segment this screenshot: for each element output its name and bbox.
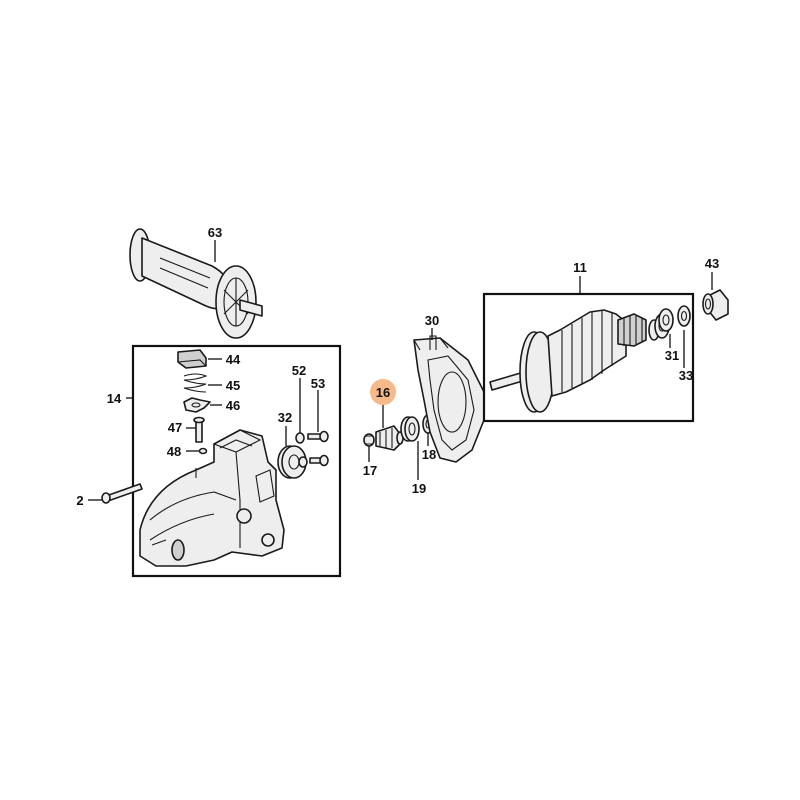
- bearing-part-19: [400, 416, 420, 442]
- callout-33[interactable]: 33: [679, 368, 693, 383]
- callout-18[interactable]: 18: [422, 447, 436, 462]
- callout-17[interactable]: 17: [363, 463, 377, 478]
- armature-part: [489, 309, 670, 413]
- bearing-part-31: [658, 308, 674, 332]
- callout-31[interactable]: 31: [665, 348, 679, 363]
- washer-part-33: [677, 305, 691, 327]
- callout-19[interactable]: 19: [412, 481, 426, 496]
- callout-52[interactable]: 52: [292, 363, 306, 378]
- gear-housing-frame: [131, 344, 342, 578]
- side-handle-part: [129, 228, 263, 339]
- callout-47[interactable]: 47: [168, 420, 182, 435]
- pinion-gear-part: [375, 425, 404, 451]
- highlight-circle: [370, 379, 396, 405]
- spring-part: [183, 373, 208, 393]
- callout-16[interactable]: 16: [376, 385, 390, 400]
- callout-63[interactable]: 63: [208, 225, 222, 240]
- callout-48[interactable]: 48: [167, 444, 181, 459]
- callout-46[interactable]: 46: [226, 398, 240, 413]
- gear-housing-part: [139, 429, 285, 567]
- callout-43[interactable]: 43: [705, 256, 719, 271]
- callout-32[interactable]: 32: [278, 410, 292, 425]
- callout-2[interactable]: 2: [76, 493, 83, 508]
- nut-part-17: [363, 433, 375, 447]
- screw-part-2: [101, 483, 143, 504]
- callout-53[interactable]: 53: [311, 376, 325, 391]
- spindle-lock-button-part: [177, 349, 207, 369]
- callout-11[interactable]: 11: [573, 260, 587, 275]
- screw-part-53: [307, 430, 329, 467]
- bearing-plate-part: [413, 335, 485, 463]
- bearing-sleeve-part: [702, 289, 729, 321]
- callout-14[interactable]: 14: [107, 391, 122, 406]
- armature-frame: [482, 292, 695, 423]
- callout-45[interactable]: 45: [226, 378, 240, 393]
- lock-pin-part: [193, 416, 205, 443]
- callout-30[interactable]: 30: [425, 313, 439, 328]
- small-nut-part: [198, 447, 208, 455]
- star-washer-part: [183, 397, 211, 413]
- callout-44[interactable]: 44: [226, 352, 241, 367]
